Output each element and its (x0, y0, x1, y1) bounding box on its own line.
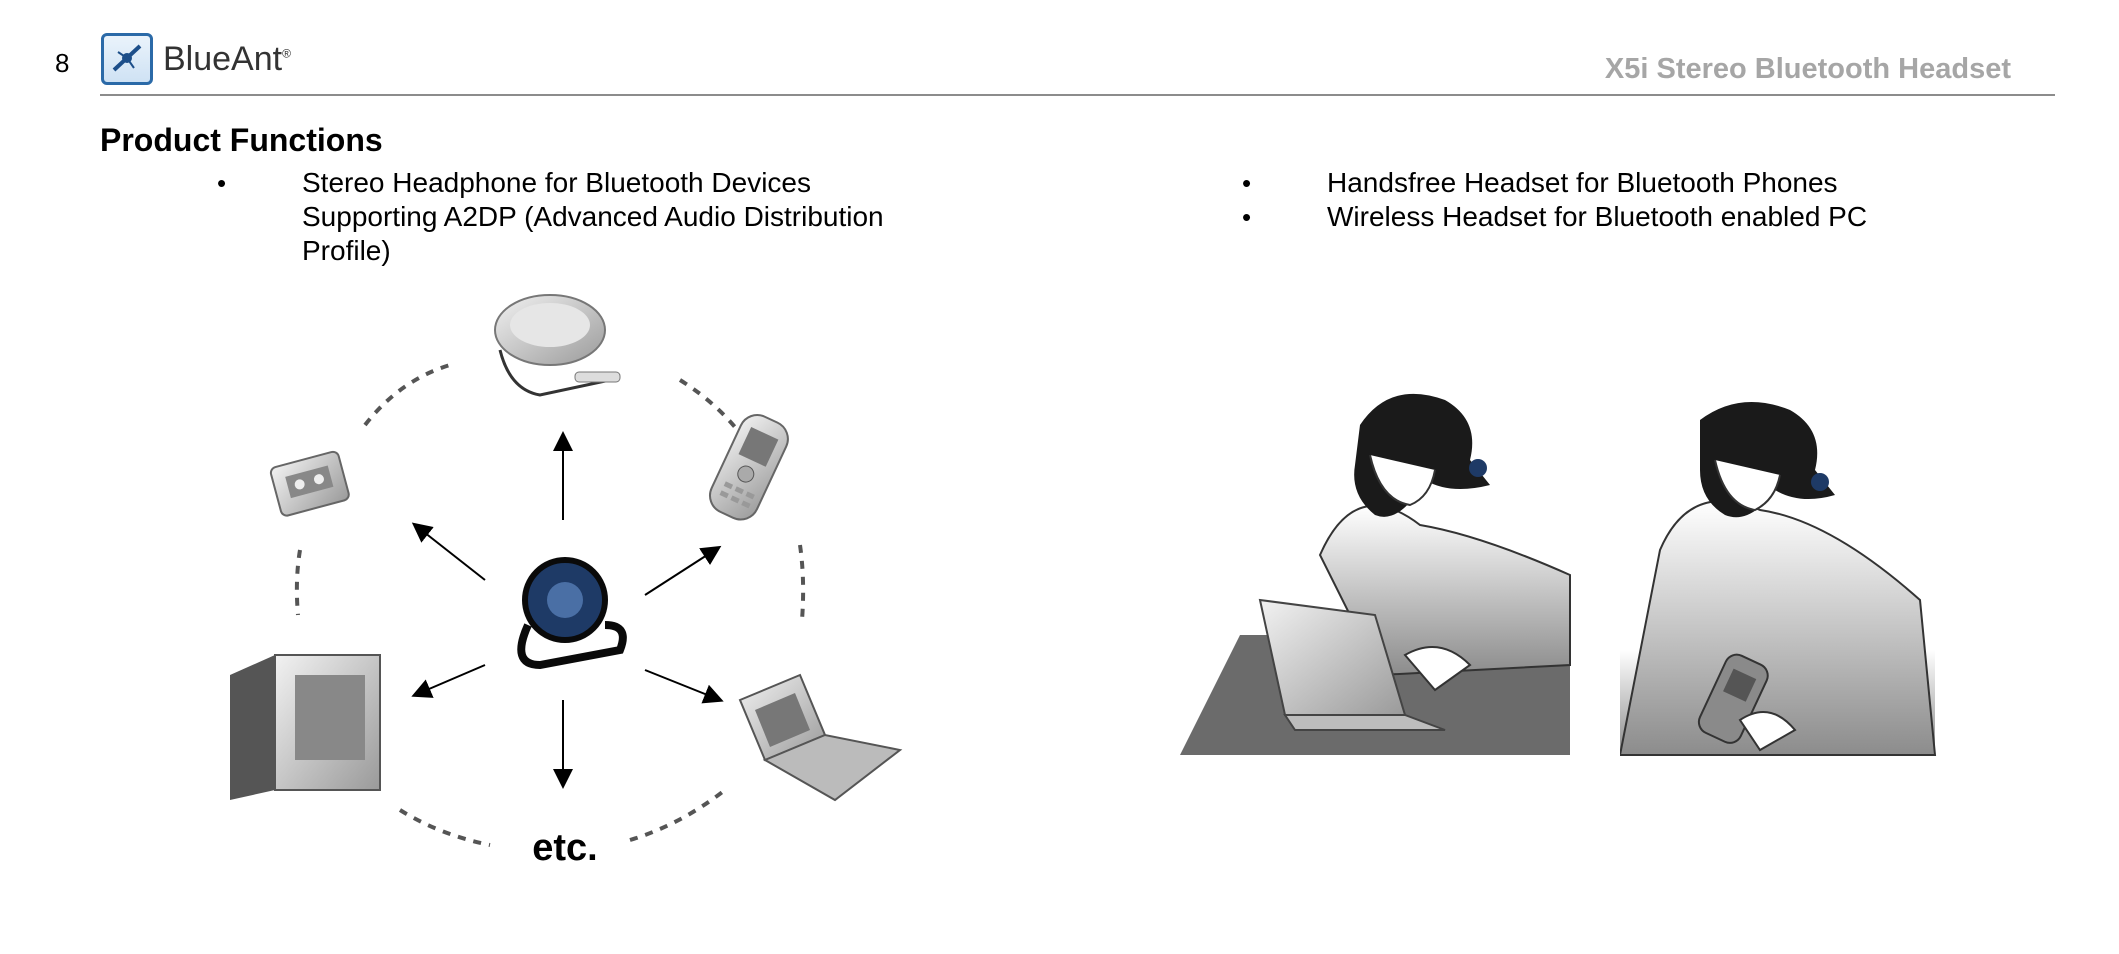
right-bullet-list: Handsfree Headset for Bluetooth Phones W… (1242, 166, 1867, 234)
mobile-phone-icon (709, 414, 789, 521)
cassette-player-icon (269, 450, 350, 517)
person-using-laptop-illustration (1180, 393, 1571, 755)
list-item: Handsfree Headset for Bluetooth Phones (1242, 166, 1867, 200)
headset-icon (517, 557, 627, 670)
person-using-phone-illustration (1620, 402, 1937, 756)
list-item: Stereo Headphone for Bluetooth Devices S… (217, 166, 922, 268)
tv-icon (230, 654, 381, 800)
etc-label: etc. (532, 827, 597, 869)
left-bullet-list: Stereo Headphone for Bluetooth Devices S… (217, 166, 922, 268)
header-divider (100, 94, 2055, 96)
arrows (411, 431, 724, 789)
section-title: Product Functions (100, 122, 383, 158)
laptop-icon (738, 673, 903, 802)
connectivity-diagram: etc. (230, 294, 903, 869)
page-number: 8 (55, 48, 70, 78)
cd-player-icon (494, 294, 621, 397)
brand-name: BlueAnt® (163, 39, 291, 78)
ant-icon (101, 33, 153, 85)
list-item: Wireless Headset for Bluetooth enabled P… (1242, 200, 1867, 234)
brand-logo: BlueAnt® (101, 30, 291, 88)
document-title: X5i Stereo Bluetooth Headset (1604, 53, 2011, 85)
